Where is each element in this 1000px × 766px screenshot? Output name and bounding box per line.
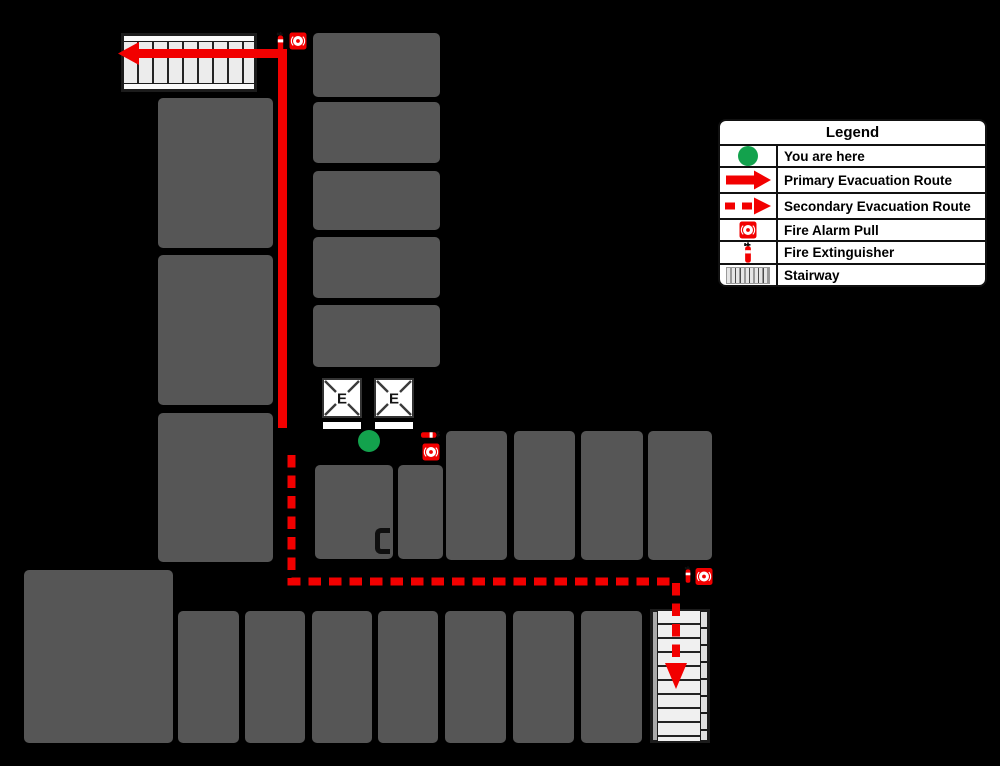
fire-alarm-pull-icon — [720, 220, 778, 240]
fire-alarm-pull-icon — [422, 443, 440, 461]
legend-row: You are here — [720, 146, 985, 168]
room — [581, 431, 643, 560]
secondary-route-icon — [720, 194, 778, 218]
legend-label: You are here — [784, 148, 865, 164]
elevator-letter: E — [389, 391, 399, 408]
elevator-door — [375, 422, 413, 429]
stairway-top-left-icon — [121, 33, 257, 92]
legend-row: Secondary Evacuation Route — [720, 194, 985, 220]
legend-label: Stairway — [784, 267, 840, 283]
stair-treads — [123, 42, 255, 83]
room — [513, 611, 574, 743]
legend-label: Primary Evacuation Route — [784, 172, 953, 188]
elevator-door — [323, 422, 361, 429]
room — [581, 611, 642, 743]
room — [313, 237, 440, 298]
fire-extinguisher-icon — [276, 31, 285, 52]
stair-rail — [700, 611, 708, 741]
room — [445, 611, 506, 743]
legend-row: Fire Extinguisher — [720, 242, 985, 265]
fire-extinguisher-icon — [720, 242, 778, 263]
room — [158, 255, 273, 405]
room — [312, 611, 372, 743]
stair-rail — [123, 83, 255, 90]
legend-label: Secondary Evacuation Route — [784, 198, 971, 214]
legend: Legend You are here Primary Evacuation R… — [718, 119, 987, 287]
room — [648, 431, 712, 560]
legend-label: Fire Extinguisher — [784, 245, 895, 260]
stairway-icon — [720, 265, 778, 285]
fire-extinguisher-icon — [419, 430, 441, 439]
legend-row: Fire Alarm Pull — [720, 220, 985, 242]
elevator-icon: E — [374, 378, 414, 418]
legend-row: Primary Evacuation Route — [720, 168, 985, 194]
phone-icon — [375, 528, 390, 554]
legend-label: Fire Alarm Pull — [784, 222, 879, 238]
stairway-bottom-right-icon — [650, 609, 710, 743]
stair-treads — [658, 611, 700, 741]
room — [313, 171, 440, 230]
room — [313, 305, 440, 367]
room — [158, 98, 273, 248]
you-are-here-icon — [720, 146, 778, 166]
room — [398, 465, 443, 559]
room — [378, 611, 438, 743]
legend-row: Stairway — [720, 265, 985, 285]
room — [446, 431, 507, 560]
room — [24, 570, 173, 743]
elevator-icon: E — [322, 378, 362, 418]
fire-alarm-pull-icon — [695, 567, 713, 586]
room — [178, 611, 239, 743]
fire-extinguisher-icon — [684, 566, 692, 583]
elevator-letter: E — [337, 391, 347, 408]
stair-rail — [123, 35, 255, 42]
you-are-here-icon — [358, 430, 380, 452]
legend-title: Legend — [720, 121, 985, 146]
primary-route-icon — [720, 168, 778, 192]
room — [313, 102, 440, 163]
fire-alarm-pull-icon — [289, 32, 307, 50]
room — [245, 611, 305, 743]
room — [158, 413, 273, 562]
room — [313, 33, 440, 97]
room — [514, 431, 575, 560]
